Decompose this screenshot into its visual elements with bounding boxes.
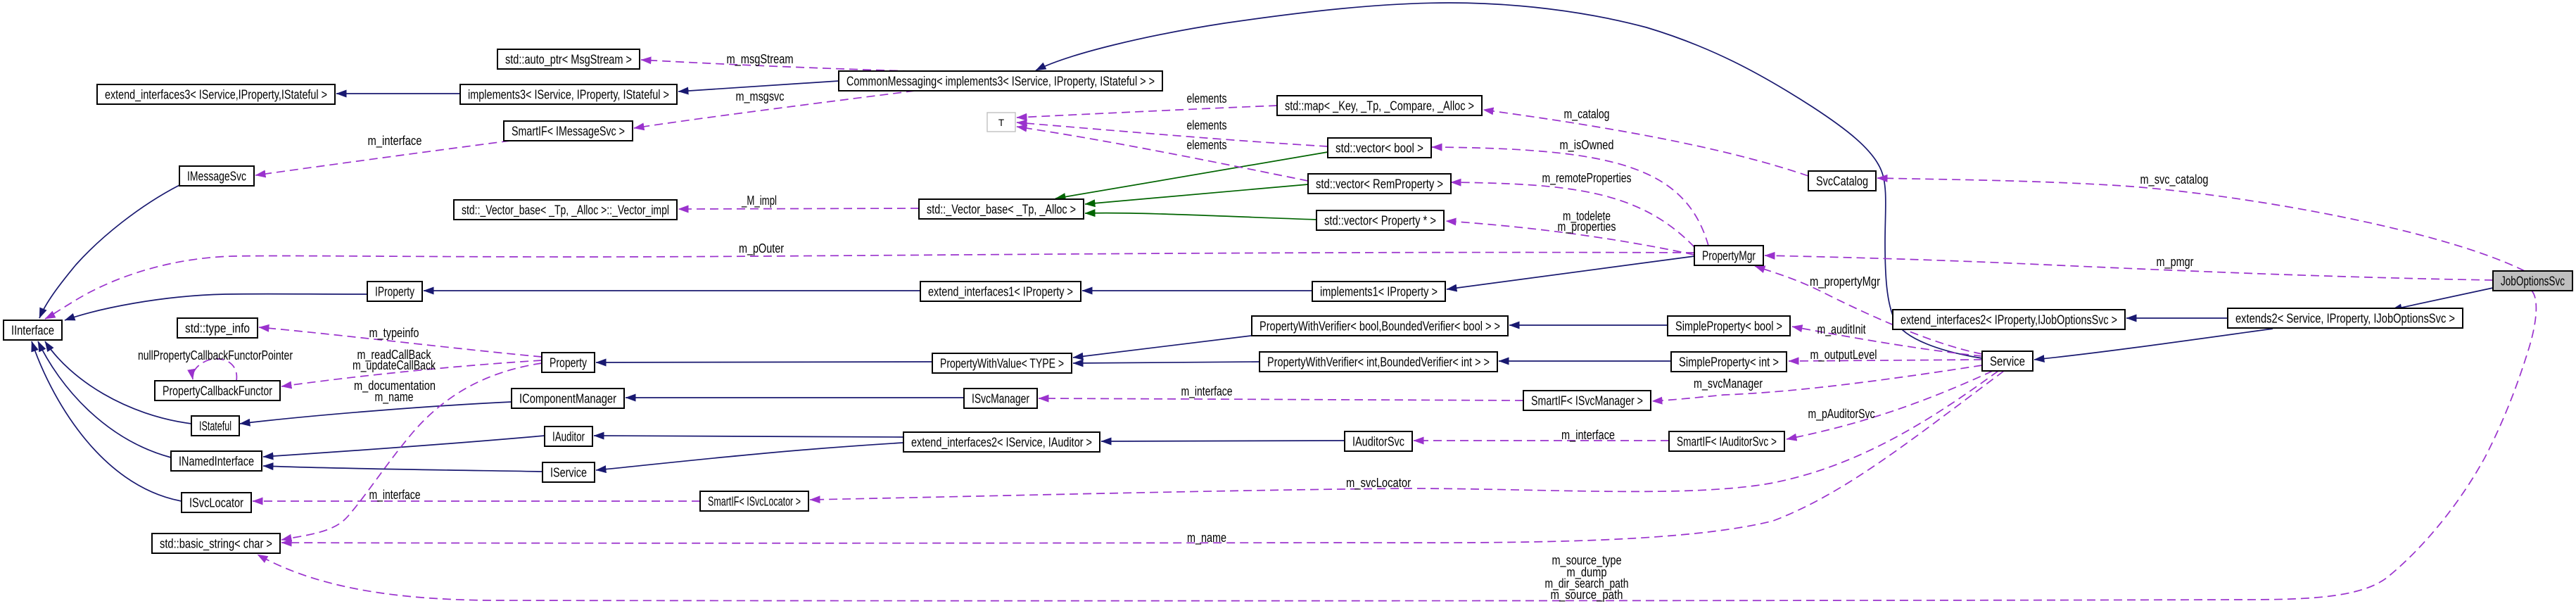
svg-text:INamedInterface: INamedInterface bbox=[179, 454, 254, 469]
svg-text:PropertyCallbackFunctor: PropertyCallbackFunctor bbox=[163, 384, 272, 398]
svg-text:m_outputLevel: m_outputLevel bbox=[1810, 347, 1877, 362]
svg-text:Property: Property bbox=[550, 355, 588, 370]
svg-text:m_typeinfo: m_typeinfo bbox=[369, 325, 419, 341]
svg-text:extend_interfaces2< IProperty,: extend_interfaces2< IProperty,IJobOption… bbox=[1901, 313, 2117, 328]
svg-text:m_name: m_name bbox=[1187, 530, 1226, 545]
svg-text:m_interface: m_interface bbox=[1181, 384, 1233, 399]
svg-text:IStateful: IStateful bbox=[199, 419, 231, 434]
svg-text:extend_interfaces3< IService,I: extend_interfaces3< IService,IProperty,I… bbox=[105, 87, 327, 103]
svg-text:m_msgsvc: m_msgsvc bbox=[736, 89, 785, 104]
svg-text:IMessageSvc: IMessageSvc bbox=[187, 169, 246, 184]
svg-text:IProperty: IProperty bbox=[375, 284, 415, 299]
svg-text:m_readCallBack: m_readCallBack bbox=[357, 347, 432, 362]
svg-text:m_interface: m_interface bbox=[368, 133, 422, 149]
svg-text:std::vector< Property * >: std::vector< Property * > bbox=[1324, 213, 1436, 228]
svg-text:SmartIF< IMessageSvc >: SmartIF< IMessageSvc > bbox=[512, 124, 625, 139]
svg-text:Service: Service bbox=[1990, 354, 2025, 369]
svg-text:m_name: m_name bbox=[375, 389, 414, 405]
svg-text:m_msgStream: m_msgStream bbox=[727, 51, 794, 67]
svg-text:IComponentManager: IComponentManager bbox=[519, 391, 616, 406]
svg-text:std::vector< RemProperty >: std::vector< RemProperty > bbox=[1316, 177, 1443, 191]
svg-text:std::_Vector_base< _Tp, _Alloc: std::_Vector_base< _Tp, _Alloc > bbox=[927, 202, 1076, 217]
svg-text:JobOptionsSvc: JobOptionsSvc bbox=[2501, 274, 2565, 289]
svg-text:extend_interfaces1< IProperty: extend_interfaces1< IProperty > bbox=[928, 284, 1073, 300]
svg-text:ISvcManager: ISvcManager bbox=[972, 391, 1029, 406]
svg-text:std::basic_string< char >: std::basic_string< char > bbox=[160, 536, 272, 552]
svg-text:m_auditInit: m_auditInit bbox=[1817, 322, 1866, 337]
svg-text:implements3< IService, IProper: implements3< IService, IProperty, IState… bbox=[468, 87, 669, 102]
svg-text:m_todelete: m_todelete bbox=[1563, 208, 1611, 224]
svg-text:nullPropertyCallbackFunctorPoi: nullPropertyCallbackFunctorPointer bbox=[138, 348, 293, 362]
svg-text:ISvcLocator: ISvcLocator bbox=[189, 495, 243, 510]
svg-text:PropertyWithVerifier< int,Boun: PropertyWithVerifier< int,BoundedVerifie… bbox=[1267, 355, 1490, 370]
svg-text:CommonMessaging< implements3<: CommonMessaging< implements3< IService, … bbox=[846, 74, 1155, 89]
svg-text:IAuditorSvc: IAuditorSvc bbox=[1352, 434, 1404, 449]
svg-text:m_catalog: m_catalog bbox=[1564, 106, 1610, 122]
svg-text:m_svc_catalog: m_svc_catalog bbox=[2140, 172, 2209, 187]
svg-text:std::auto_ptr< MsgStream >: std::auto_ptr< MsgStream > bbox=[505, 52, 632, 68]
svg-text:SvcCatalog: SvcCatalog bbox=[1816, 174, 1868, 189]
svg-text:m_pOuter: m_pOuter bbox=[739, 241, 784, 256]
svg-text:std::vector< bool >: std::vector< bool > bbox=[1335, 141, 1423, 156]
svg-text:SimpleProperty< int >: SimpleProperty< int > bbox=[1679, 355, 1779, 370]
svg-text:PropertyMgr: PropertyMgr bbox=[1702, 248, 1756, 263]
svg-text:elements: elements bbox=[1187, 137, 1227, 152]
svg-text:m_remoteProperties: m_remoteProperties bbox=[1542, 170, 1632, 186]
svg-text:m_source_type: m_source_type bbox=[1552, 553, 1622, 568]
svg-text:SimpleProperty< bool >: SimpleProperty< bool > bbox=[1675, 319, 1782, 334]
svg-text:extend_interfaces2< IService,: extend_interfaces2< IService, IAuditor > bbox=[911, 435, 1092, 450]
svg-text:m_dir_search_path: m_dir_search_path bbox=[1545, 576, 1629, 591]
svg-text:SmartIF< ISvcLocator >: SmartIF< ISvcLocator > bbox=[708, 494, 801, 509]
svg-text:T: T bbox=[998, 118, 1004, 128]
svg-text:_M_impl: _M_impl bbox=[741, 193, 777, 208]
svg-text:m_svcManager: m_svcManager bbox=[1694, 376, 1763, 391]
svg-text:m_pAuditorSvc: m_pAuditorSvc bbox=[1808, 406, 1875, 422]
svg-text:m_updateCallBack: m_updateCallBack bbox=[353, 358, 436, 373]
svg-text:m_interface: m_interface bbox=[1561, 427, 1615, 443]
svg-text:std::_Vector_base< _Tp, _Alloc: std::_Vector_base< _Tp, _Alloc >::_Vecto… bbox=[462, 203, 669, 218]
svg-text:m_documentation: m_documentation bbox=[354, 378, 436, 393]
svg-text:m_interface: m_interface bbox=[369, 487, 421, 503]
svg-text:std::type_info: std::type_info bbox=[185, 321, 250, 336]
svg-text:extends2< Service, IProperty,: extends2< Service, IProperty, IJobOption… bbox=[2235, 311, 2455, 326]
svg-text:implements1< IProperty >: implements1< IProperty > bbox=[1320, 284, 1438, 299]
svg-text:SmartIF< IAuditorSvc >: SmartIF< IAuditorSvc > bbox=[1677, 434, 1777, 449]
svg-text:m_source_path: m_source_path bbox=[1551, 587, 1623, 602]
svg-text:PropertyWithVerifier< bool,Bou: PropertyWithVerifier< bool,BoundedVerifi… bbox=[1260, 319, 1500, 334]
svg-text:IService: IService bbox=[550, 465, 587, 480]
svg-text:m_dump: m_dump bbox=[1567, 564, 1607, 580]
svg-text:elements: elements bbox=[1187, 91, 1227, 106]
svg-text:IInterface: IInterface bbox=[11, 323, 54, 338]
svg-text:IAuditor: IAuditor bbox=[552, 429, 585, 444]
svg-text:elements: elements bbox=[1187, 118, 1227, 132]
svg-text:m_svcLocator: m_svcLocator bbox=[1346, 475, 1411, 491]
svg-text:m_isOwned: m_isOwned bbox=[1560, 137, 1614, 153]
svg-text:m_propertyMgr: m_propertyMgr bbox=[1810, 274, 1880, 289]
svg-text:PropertyWithValue< TYPE >: PropertyWithValue< TYPE > bbox=[940, 356, 1064, 371]
svg-text:m_pmgr: m_pmgr bbox=[2157, 254, 2194, 270]
svg-text:m_properties: m_properties bbox=[1558, 219, 1616, 234]
svg-text:SmartIF< ISvcManager >: SmartIF< ISvcManager > bbox=[1531, 393, 1643, 408]
svg-text:std::map< _Key, _Tp, _Compare,: std::map< _Key, _Tp, _Compare, _Alloc > bbox=[1285, 99, 1474, 114]
